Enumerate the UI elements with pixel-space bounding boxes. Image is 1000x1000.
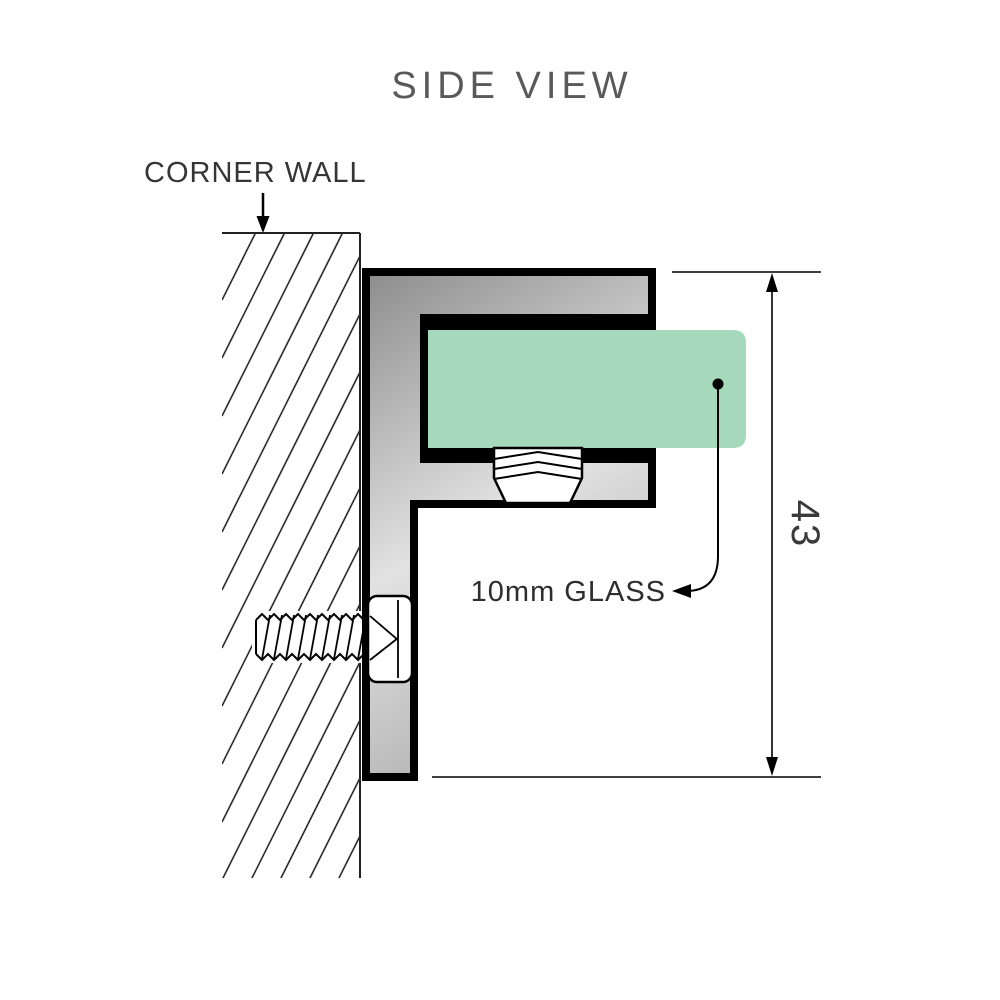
screw-thread-bottom <box>255 652 371 662</box>
corner-wall-label: CORNER WALL <box>144 157 367 189</box>
wall <box>222 232 361 878</box>
dimension-43: 43 <box>432 271 827 778</box>
screw-thread-top <box>255 612 365 622</box>
dim-arrow-top <box>766 273 778 292</box>
dim-arrow-bottom <box>766 757 778 776</box>
corner-wall-arrow <box>256 193 270 233</box>
wall-screw <box>252 611 371 663</box>
glass-panel <box>428 330 746 448</box>
page-title: SIDE VIEW <box>391 65 632 107</box>
glass-label: 10mm GLASS <box>471 576 666 608</box>
glass-leader-line <box>685 386 719 592</box>
gasket <box>492 446 584 505</box>
glass-callout: 10mm GLASS <box>471 378 724 608</box>
wall-hatching <box>222 233 360 878</box>
dimension-label: 43 <box>783 500 827 549</box>
leader-arrow <box>672 584 691 598</box>
screw-head <box>366 594 414 684</box>
leader-dot <box>712 378 724 390</box>
